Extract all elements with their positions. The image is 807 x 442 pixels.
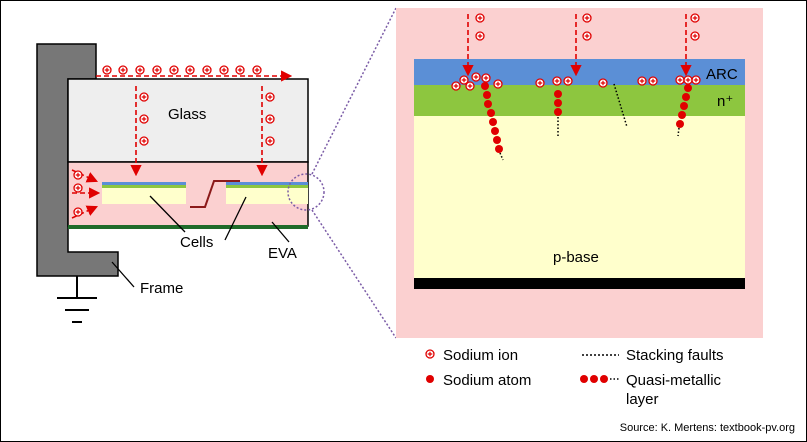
n-layer [414, 85, 745, 116]
legend-stacking-faults: Stacking faults [626, 347, 724, 364]
quasi-metallic-chain-3 [676, 84, 692, 128]
legend-sodium-ion: Sodium ion [443, 347, 518, 364]
quasi-metallic-chain-2 [554, 90, 562, 116]
top-ion-row [96, 65, 293, 82]
legend-sodium-atom: Sodium atom [443, 372, 531, 389]
legend: Sodium ion Sodium atom Stacking faults Q… [425, 347, 724, 408]
cell-connector [190, 180, 240, 208]
glass-ion-path-right [256, 86, 275, 177]
cell-right [226, 182, 308, 204]
arc-label: ARC [706, 66, 738, 83]
zoom-ion-arrow-3 [680, 13, 700, 77]
zoom-circle [287, 173, 325, 211]
cells-label: Cells [180, 234, 213, 251]
frame-label: Frame [140, 280, 183, 297]
legend-quasi-metallic-2: layer [626, 391, 659, 408]
zoom-ion-arrow-2 [570, 13, 592, 77]
stacking-fault [613, 83, 628, 128]
frame-ion-paths [71, 169, 101, 219]
sodium-atom-icon [426, 375, 434, 383]
frame [36, 43, 119, 277]
zoom-ion-arrow-1 [462, 13, 485, 77]
backsheet [68, 225, 308, 229]
eva-label: EVA [268, 245, 297, 262]
p-base-layer [414, 116, 745, 278]
ground-icon [57, 276, 97, 323]
glass-ion-path-left [130, 86, 149, 177]
legend-quasi-metallic-1: Quasi-metallic [626, 372, 722, 389]
source-credit: Source: K. Mertens: textbook-pv.org [620, 422, 795, 434]
rear-contact [414, 278, 745, 289]
glass-label: Glass [168, 106, 206, 123]
sodium-ion-icon [425, 349, 435, 359]
n-layer-label: n⁺ [717, 93, 733, 110]
cell-left [102, 182, 186, 204]
quasi-metallic-chain-1 [481, 82, 503, 153]
p-base-label: p-base [553, 249, 599, 266]
quasi-metallic-legend-icon [580, 375, 608, 383]
